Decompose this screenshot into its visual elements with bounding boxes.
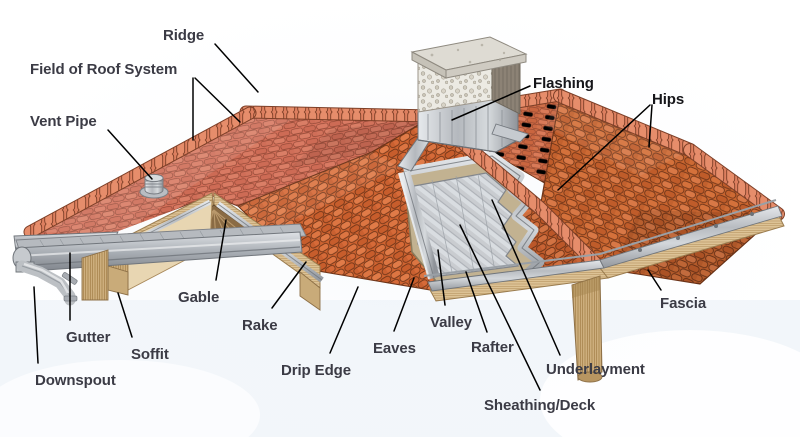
label-vent_pipe: Vent Pipe xyxy=(30,113,97,130)
label-gutter: Gutter xyxy=(66,329,111,346)
label-valley: Valley xyxy=(430,314,472,331)
vent-pipe-leader xyxy=(107,129,153,180)
label-underlayment: Underlayment xyxy=(546,361,645,378)
downspout-leader xyxy=(33,286,39,364)
chimney-assembly xyxy=(410,36,529,153)
eave-fascia-assembly xyxy=(423,199,785,302)
label-soffit: Soffit xyxy=(131,346,169,363)
label-downspout: Downspout xyxy=(35,372,116,389)
label-fascia: Fascia xyxy=(660,295,707,312)
sheathing-leader xyxy=(459,224,541,391)
soffit-leader xyxy=(117,292,133,338)
ridge-leader xyxy=(214,43,259,93)
eaves-leader xyxy=(393,277,415,332)
rake-leader xyxy=(271,261,307,309)
label-rafter: Rafter xyxy=(471,339,514,356)
label-field: Field of Roof System xyxy=(30,61,178,78)
leader-lines xyxy=(33,43,662,391)
gutter-assembly xyxy=(12,223,307,306)
vent-pipe xyxy=(139,173,169,199)
gable-leader xyxy=(215,219,227,281)
label-rake: Rake xyxy=(242,317,278,334)
underlayment-leader xyxy=(491,199,561,356)
label-sheathing_deck: Sheathing/Deck xyxy=(484,397,596,414)
label-ridge: Ridge xyxy=(163,27,205,44)
drip-edge-leader xyxy=(329,286,359,354)
label-eaves: Eaves xyxy=(373,340,416,357)
label-flashing: Flashing xyxy=(533,75,594,92)
label-drip_edge: Drip Edge xyxy=(281,362,351,379)
field-leader-b xyxy=(194,77,241,123)
support-post xyxy=(571,275,603,383)
roof-assembly xyxy=(12,36,785,383)
valley-leader xyxy=(437,249,446,306)
roof-cutaway-section xyxy=(403,151,545,287)
fascia-leader xyxy=(647,269,662,291)
flashing-leader xyxy=(451,85,531,121)
label-hips: Hips xyxy=(652,91,685,108)
rafter-leader xyxy=(465,271,488,333)
hips-leader-b xyxy=(648,104,653,148)
hips-leader-a xyxy=(557,104,651,191)
label-gable: Gable xyxy=(178,289,220,306)
